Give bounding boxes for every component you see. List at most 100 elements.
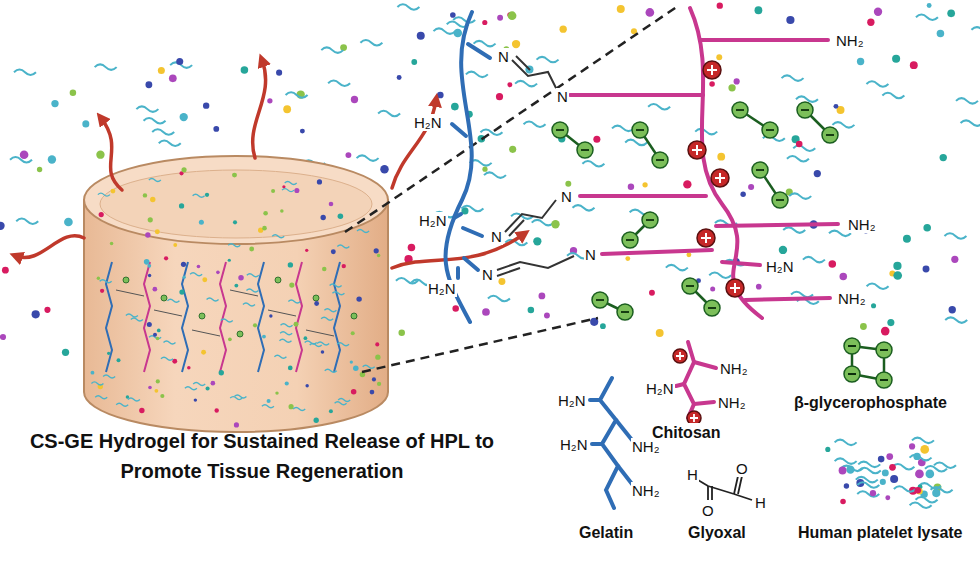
amine-label: H₂N (413, 114, 443, 131)
lysate-dot (834, 104, 839, 109)
lysate-dot (411, 59, 417, 65)
lysate-squiggle (98, 193, 110, 196)
lysate-dot (377, 254, 381, 258)
amine-label: NH₂ (631, 482, 661, 499)
lysate-dot (320, 215, 325, 220)
lysate-dot (839, 467, 847, 475)
lysate-squiggle (537, 57, 559, 63)
lysate-dot (100, 289, 104, 293)
lysate-squiggle (695, 129, 717, 135)
mini-chain (296, 262, 302, 372)
lysate-dot (937, 30, 945, 38)
lysate-dot (893, 262, 901, 270)
lysate-dot (262, 226, 267, 231)
lysate-squiggle (274, 355, 286, 358)
lysate-squiggle (282, 189, 294, 192)
legend-label: Human platelet lysate (796, 523, 965, 542)
lysate-dot (351, 389, 357, 395)
lysate-dot (340, 44, 347, 51)
lysate-squiggle (934, 462, 956, 468)
lysate-dot (99, 212, 104, 217)
lysate-squiggle (857, 482, 879, 488)
lysate-dot (840, 499, 846, 505)
lysate-squiggle (793, 145, 815, 151)
lysate-squiggle (262, 405, 274, 408)
lysate-dot (860, 323, 867, 330)
lysate-squiggle (931, 487, 953, 493)
phosphate-bead (704, 300, 720, 316)
hydrogel-particles (91, 167, 382, 427)
phosphate-bead (822, 127, 838, 143)
lysate-dot (375, 354, 380, 359)
lysate-dot (51, 100, 58, 107)
lysate-squiggle (916, 14, 938, 20)
lysate-squiggle (193, 194, 205, 197)
lysate-squiggle (858, 462, 880, 468)
lysate-dot (878, 456, 885, 463)
lysate-squiggle (397, 4, 419, 10)
lysate-dot (947, 9, 955, 17)
phosphate-bead (732, 102, 748, 118)
lysate-dot (646, 8, 655, 17)
lysate-dot (304, 336, 308, 340)
mini-phosphate (351, 313, 357, 319)
mini-crosslink (192, 330, 220, 336)
lysate-squiggle (360, 40, 382, 46)
lysate-squiggle (791, 292, 813, 298)
lysate-dot (182, 275, 185, 278)
lysate-dot (153, 287, 158, 292)
lysate-dot (20, 150, 29, 159)
lysate-dot (228, 337, 232, 341)
lysate-dot (314, 418, 319, 423)
lysate-squiggle (128, 398, 140, 401)
lysate-dot (350, 360, 353, 363)
lysate-dot (275, 391, 278, 394)
lysate-dot (329, 202, 334, 207)
lysate-dot (417, 32, 425, 40)
lysate-dot (544, 312, 550, 318)
lysate-dot (710, 287, 715, 292)
lysate-dot (893, 271, 902, 280)
lysate-dot (796, 141, 803, 148)
lysate-dot (285, 381, 289, 385)
lysate-dot (593, 136, 600, 143)
lysate-squiggle (95, 396, 107, 399)
lysate-dot (498, 278, 505, 285)
lysate-squiggle (910, 455, 932, 461)
minus-sign (708, 307, 716, 309)
lysate-dot (322, 267, 326, 271)
lysate-squiggle (281, 324, 293, 327)
minus-sign (736, 109, 744, 111)
amine-label: NH₂ (835, 32, 865, 49)
minus-sign (626, 239, 634, 241)
lysate-dot (887, 319, 894, 326)
lysate-squiggle (433, 28, 455, 34)
atom-label: N (584, 246, 597, 263)
lysate-dot (756, 284, 762, 290)
lysate-dot (156, 379, 160, 383)
lysate-dot (181, 167, 186, 172)
mini-phosphate (275, 277, 281, 283)
minus-sign (621, 311, 629, 313)
lysate-dot (716, 54, 722, 60)
lysate-dot (234, 422, 239, 427)
atom-label: O (735, 460, 749, 477)
plus-sign (707, 65, 717, 75)
lysate-dot (377, 382, 381, 386)
lysate-squiggle (144, 118, 166, 124)
glyoxal-crosslinks (497, 56, 574, 276)
lysate-dot (64, 218, 73, 227)
lysate-dot (533, 237, 541, 245)
lysate-squiggle (910, 502, 932, 508)
mini-chain (334, 262, 340, 372)
lysate-dot (280, 209, 284, 213)
lysate-squiggle (961, 120, 980, 126)
lysate-squiggle (286, 92, 308, 98)
lysate-dot (910, 61, 918, 69)
amine-label: NH₂ (847, 216, 877, 233)
lysate-squiggle (272, 235, 284, 238)
lysate-dot (482, 167, 487, 172)
lysate-dot (874, 8, 882, 16)
legend-label: Glyoxal (686, 523, 748, 542)
